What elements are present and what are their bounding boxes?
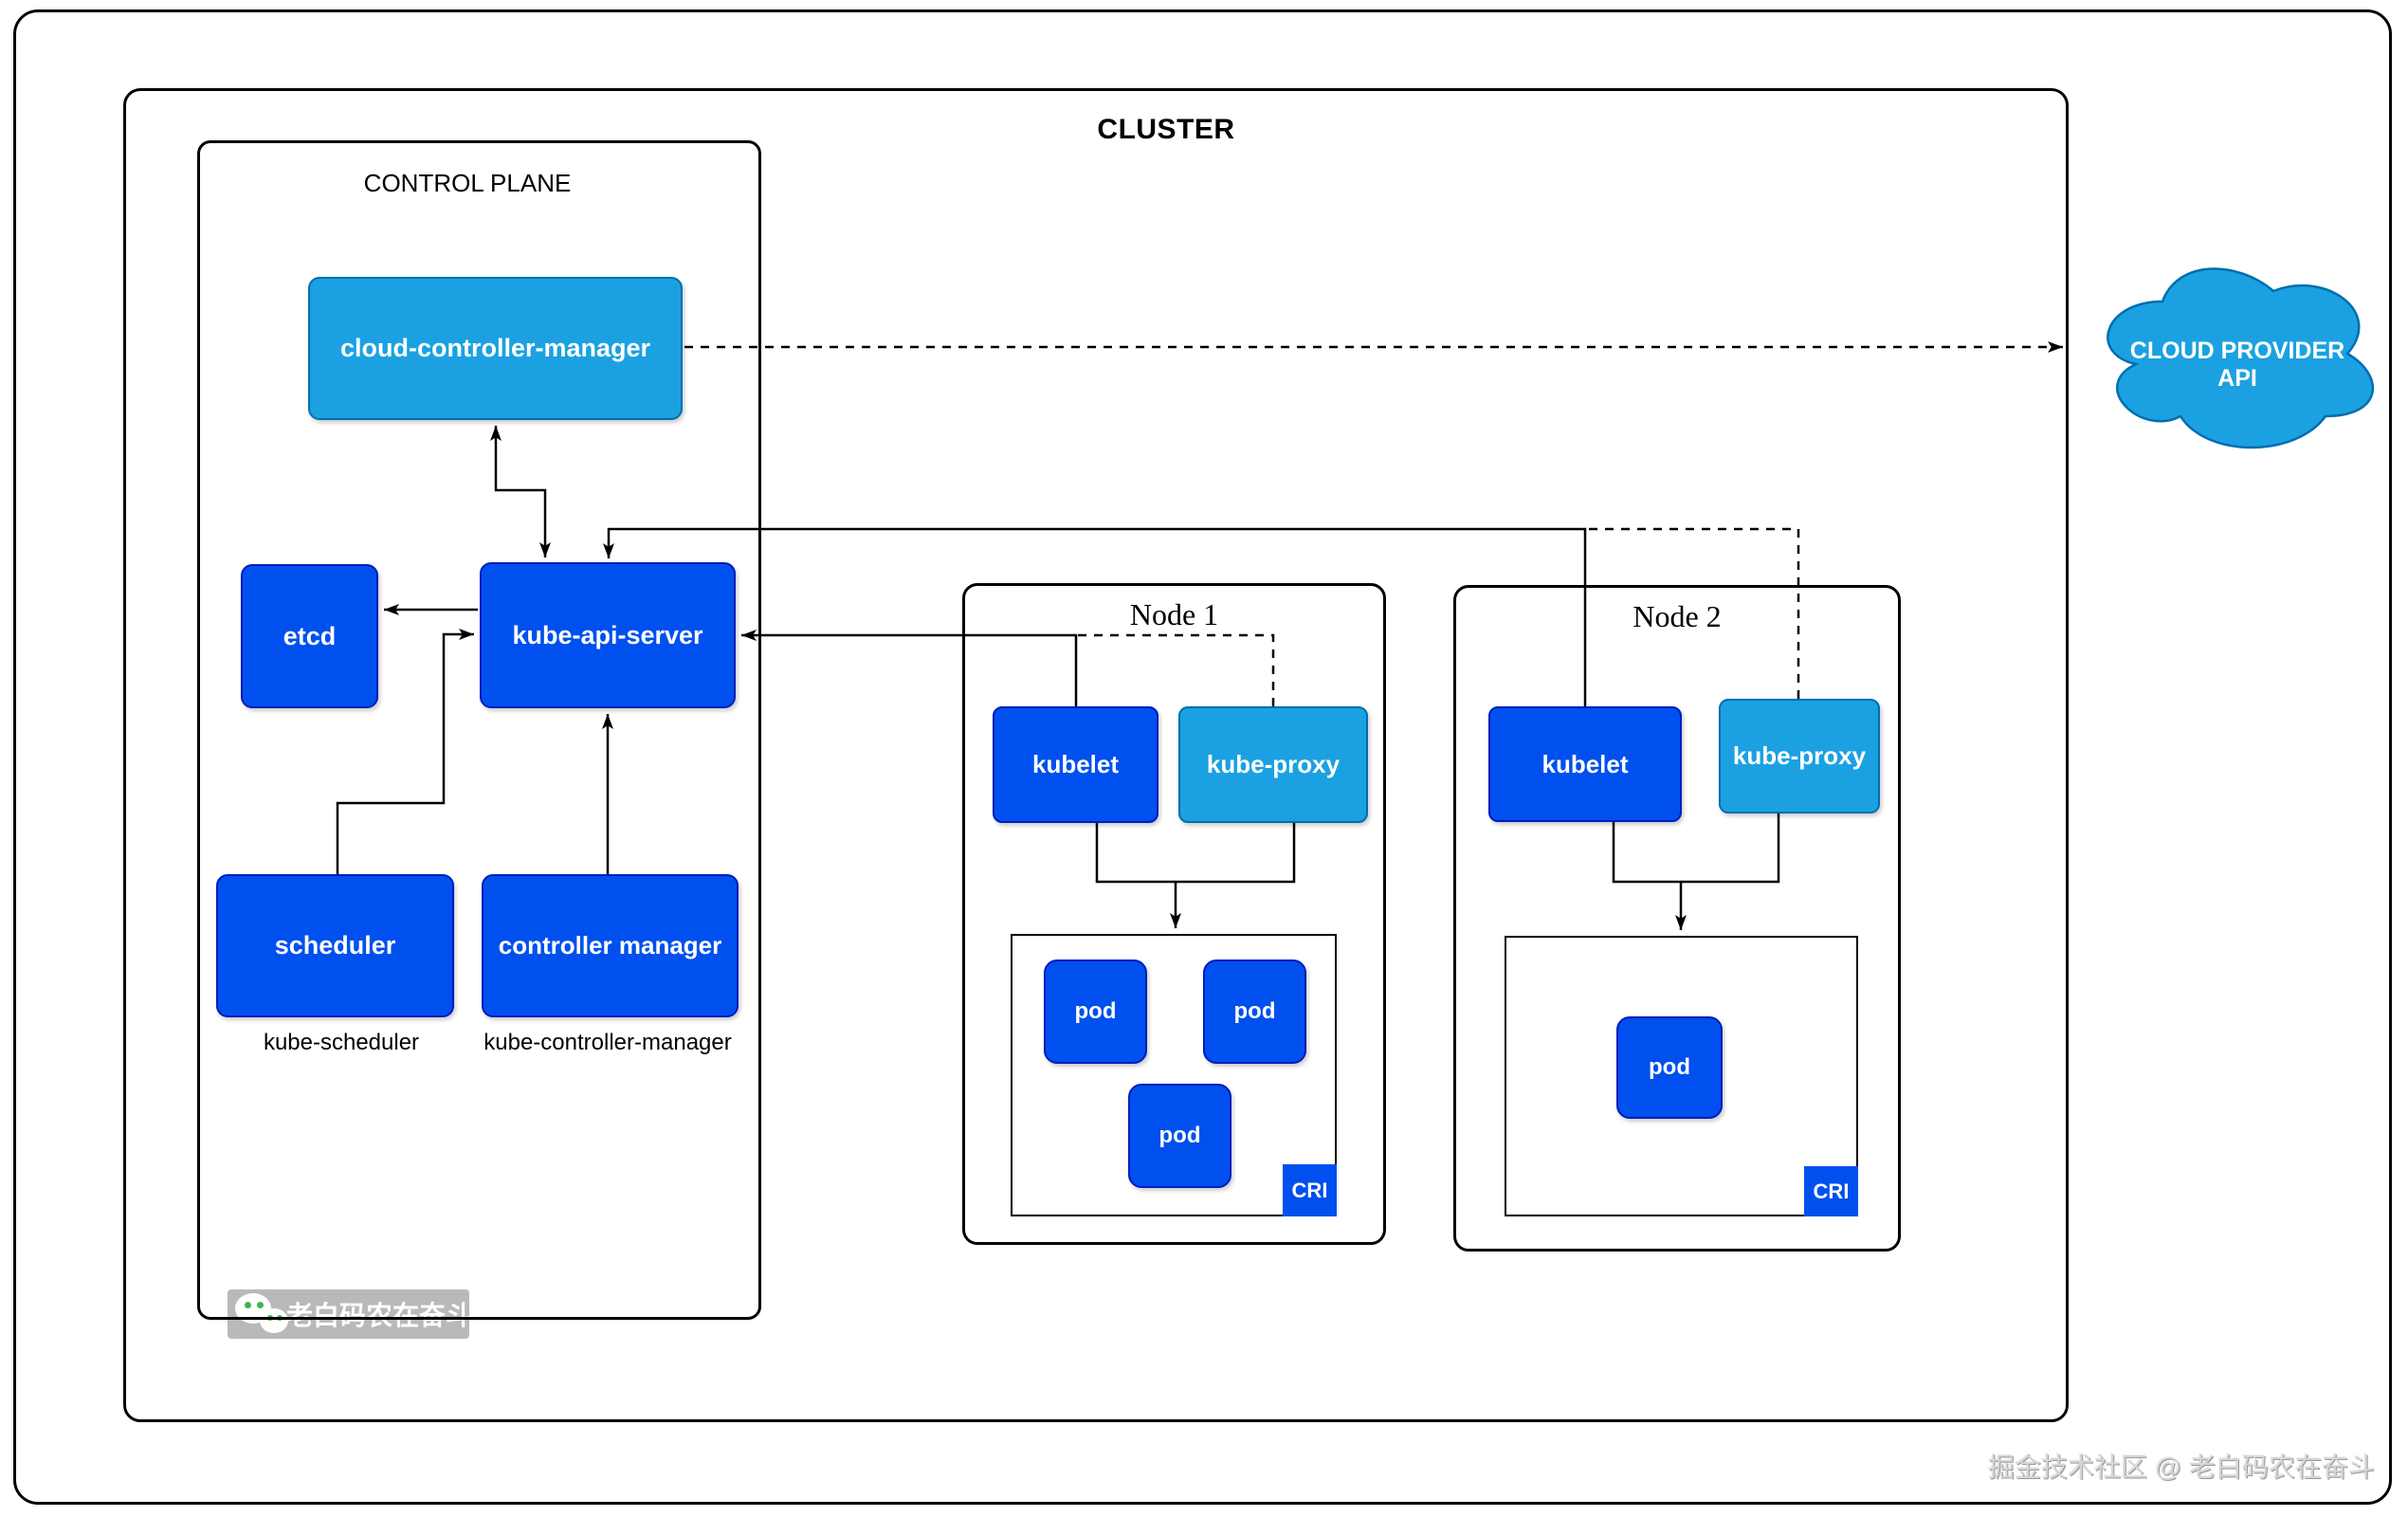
kube-controller-manager-caption: kube-controller-manager	[483, 1030, 732, 1055]
node2-title: Node 2	[1633, 599, 1722, 633]
footer-credit: 掘金技术社区 @ 老白码农在奋斗	[1988, 1453, 2375, 1482]
outer-border	[13, 9, 2392, 1505]
watermark-text: 老白码农在奋斗	[286, 1301, 473, 1330]
kube-scheduler-caption: kube-scheduler	[263, 1030, 420, 1055]
node1-kube-proxy-box: kube-proxy	[1178, 706, 1368, 823]
cloud-provider-api-label: CLOUD PROVIDER API	[2129, 338, 2345, 392]
node1-title: Node 1	[1129, 597, 1219, 631]
node2-cri-badge: CRI	[1804, 1166, 1858, 1216]
node2-kube-proxy-box: kube-proxy	[1719, 699, 1880, 813]
scheduler-box: scheduler	[216, 874, 454, 1017]
pod-box: pod	[1203, 960, 1306, 1064]
pod-box: pod	[1044, 960, 1147, 1064]
node2-box	[1453, 585, 1901, 1252]
watermark: 老白码农在奋斗	[228, 1289, 473, 1339]
pod-box: pod	[1616, 1016, 1723, 1119]
control-plane-title: CONTROL PLANE	[363, 169, 572, 197]
node2-kubelet-box: kubelet	[1488, 706, 1682, 822]
controller-manager-box: controller manager	[482, 874, 739, 1017]
kube-api-server-box: kube-api-server	[480, 562, 736, 708]
cloud-controller-manager-box: cloud-controller-manager	[308, 277, 683, 420]
cluster-title: CLUSTER	[1097, 114, 1235, 145]
node1-cri-badge: CRI	[1283, 1164, 1337, 1216]
node1-kubelet-box: kubelet	[993, 706, 1158, 823]
control-plane-box	[197, 140, 761, 1320]
pod-box: pod	[1128, 1084, 1231, 1188]
etcd-box: etcd	[241, 564, 378, 708]
cluster-box	[123, 88, 2069, 1422]
